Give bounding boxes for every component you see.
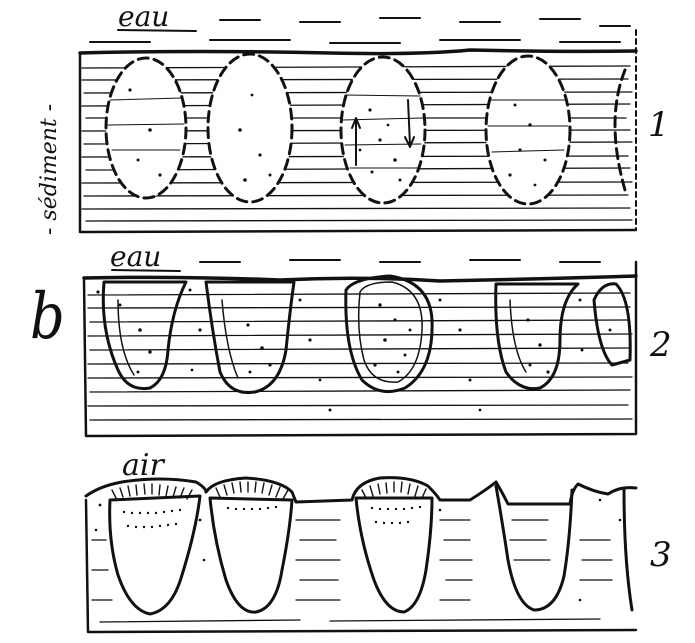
- panel-1-cell-2: [208, 54, 292, 202]
- panel-3-pocket-1: [110, 496, 200, 614]
- panel-1-cell-1: [106, 58, 186, 198]
- panel-1-label-underline: [118, 30, 196, 31]
- panel-3: air: [86, 448, 672, 632]
- panel-2-sediment-lines: [88, 293, 632, 420]
- panel-2-water-lines: [200, 260, 600, 262]
- panel-3-surface: [86, 478, 636, 504]
- panel-2-pocket-2: [206, 282, 294, 393]
- panel-2-top-label: eau: [110, 240, 161, 273]
- panel-1-speckles: [128, 88, 546, 186]
- panel-3-pocket-3: [356, 498, 432, 612]
- panel-3-number: 3: [650, 535, 672, 575]
- figure-letter: b: [30, 280, 65, 354]
- panel-1-side-label: - sédiment -: [37, 104, 62, 235]
- panel-2-label-underline: [112, 270, 180, 271]
- panel-1-cell-4: [486, 56, 570, 204]
- panel-3-pocket-5-partial: [624, 490, 632, 610]
- panel-2: eau: [30, 240, 672, 436]
- panel-1-top-label: eau: [118, 0, 169, 33]
- panel-3-sediment-lines: [92, 520, 612, 622]
- panel-2-number: 2: [649, 325, 672, 365]
- panel-3-frame: [86, 500, 636, 632]
- panel-2-pocket-5-partial: [594, 284, 630, 365]
- panel-1-water-surface: [80, 50, 636, 54]
- panel-1-cells: [106, 54, 625, 204]
- panel-1-cell-3: [341, 57, 425, 203]
- panel-1: eau: [37, 0, 670, 235]
- panel-1-number: 1: [648, 105, 670, 145]
- panel-3-pocket-2: [210, 498, 292, 612]
- panel-2-pocket-4: [496, 284, 578, 389]
